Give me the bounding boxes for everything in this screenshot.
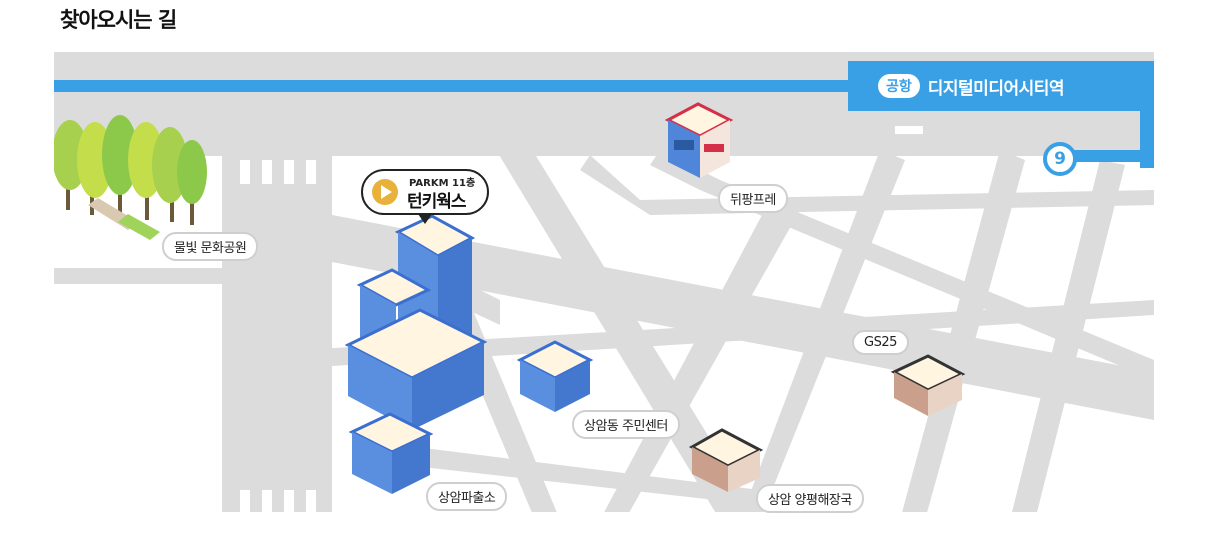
- station-banner[interactable]: 공항 디지털미디어시티역: [848, 61, 1154, 111]
- company-callout[interactable]: PARKM 11층 턴키웍스: [361, 169, 489, 215]
- play-logo-icon: [372, 179, 398, 205]
- gs25-building: [890, 354, 966, 416]
- station-name: 디지털미디어시티역: [927, 78, 1065, 99]
- landmark-community-center-label[interactable]: 상암동 주민센터: [572, 410, 680, 439]
- page-title: 찾아오시는 길: [60, 8, 177, 32]
- office-tower: [344, 214, 488, 430]
- landmark-restaurant-label[interactable]: 상암 양평해장국: [756, 484, 864, 513]
- rail-line-spur: [1070, 150, 1154, 162]
- company-name: 턴키웍스: [407, 192, 467, 212]
- road-network: [54, 52, 1154, 512]
- restaurant-building: [688, 428, 764, 492]
- park-trees: [54, 115, 207, 240]
- road-marking: [895, 126, 923, 134]
- callout-pointer: [418, 214, 432, 224]
- landmark-cafe-label[interactable]: 뒤팡프레: [718, 184, 788, 213]
- police-box-building: [348, 412, 434, 494]
- landmark-police-box-label[interactable]: 상암파출소: [426, 482, 508, 511]
- landmark-gs25-label[interactable]: GS25: [852, 330, 909, 355]
- crosswalk-top: [240, 160, 316, 184]
- company-floor-label: PARKM 11층: [409, 178, 476, 189]
- airport-badge: 공항: [878, 74, 920, 98]
- rail-line: [54, 80, 854, 92]
- crosswalk-bottom: [240, 490, 316, 512]
- landmark-park-label[interactable]: 물빛 문화공원: [162, 232, 259, 261]
- cafe-building: [664, 102, 734, 178]
- community-center-building: [516, 340, 594, 412]
- subway-line-badge: 9: [1043, 142, 1077, 176]
